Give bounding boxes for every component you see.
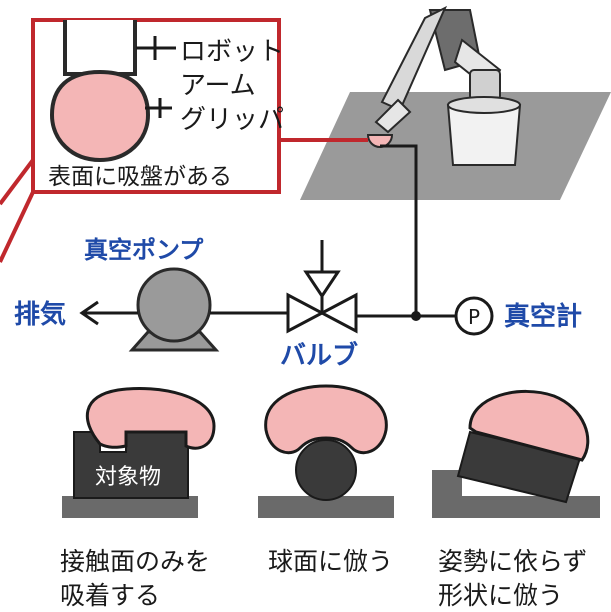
callout-caption: 表面に吸盤がある <box>48 164 232 190</box>
label-exhaust: 排気 <box>14 299 66 330</box>
robot-arm-icon <box>374 5 502 134</box>
object-label: 対象物 <box>95 465 161 490</box>
callout-leader-line <box>0 191 35 263</box>
label-gripper: グリッパ <box>180 105 284 135</box>
example-3-caption-line2: 形状に倣う <box>438 581 563 610</box>
example-contact-surface: 対象物 <box>62 387 216 518</box>
pressure-gauge-icon: P <box>454 296 494 336</box>
callout-leader-line <box>0 158 35 206</box>
label-vacuum-pump: 真空ポンプ <box>84 236 204 264</box>
vacuum-pump-icon <box>128 267 220 352</box>
gripper-closeup <box>49 20 151 163</box>
container-icon <box>446 96 522 166</box>
pipe-junction <box>411 311 421 321</box>
example-sphere <box>258 384 394 518</box>
label-robot-arm-line2: アーム <box>180 71 256 101</box>
example-tilted-object <box>432 389 600 518</box>
example-3-caption-line1: 姿勢に依らず <box>438 547 588 576</box>
gauge-symbol: P <box>468 305 480 329</box>
example-2-caption-line1: 球面に倣う <box>268 547 393 576</box>
label-robot-arm-line1: ロボット <box>180 37 284 67</box>
label-valve: バルブ <box>280 340 358 371</box>
example-1-caption-line1: 接触面のみを <box>60 547 210 576</box>
exhaust-arrow-icon <box>79 300 99 326</box>
vacuum-tube <box>380 144 418 316</box>
example-1-caption-line2: 吸着する <box>60 581 160 610</box>
valve-icon <box>286 240 358 334</box>
label-vacuum-gauge: 真空計 <box>504 301 582 332</box>
